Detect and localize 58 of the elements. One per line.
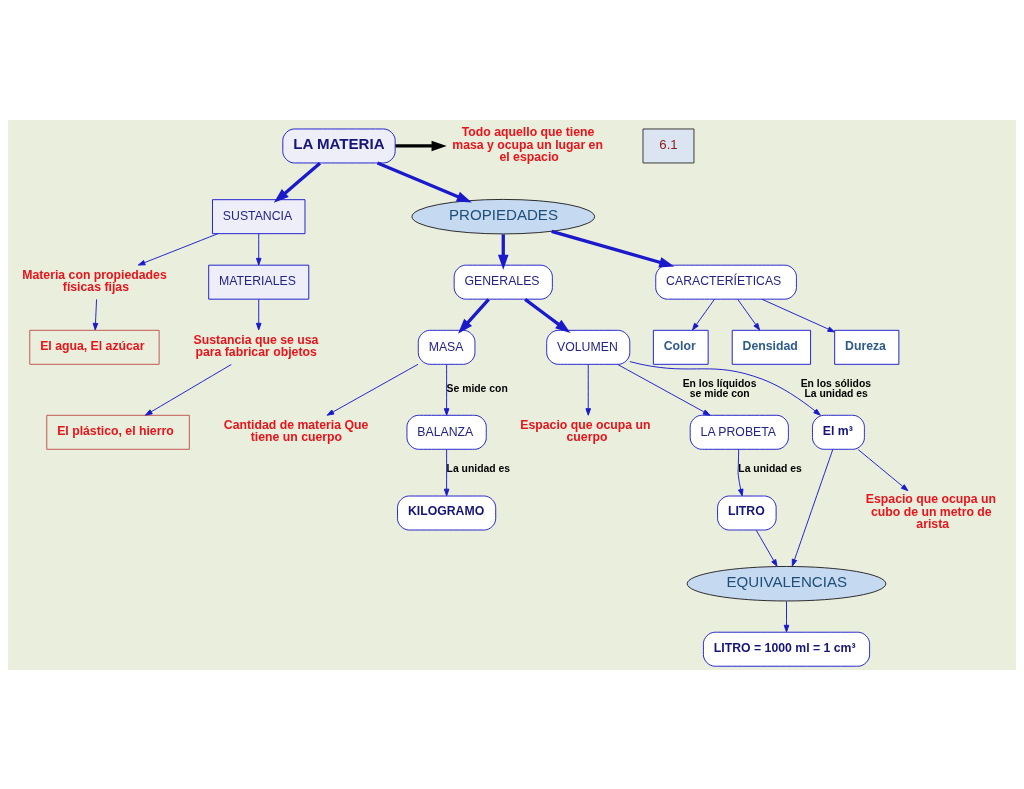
edge-label: La unidad es [446, 462, 511, 474]
edge-label: En los líquidos se mide con [682, 377, 757, 399]
node-box: El m³ [812, 414, 865, 450]
node-box: LA PROBETA [689, 414, 789, 450]
node-box: CARACTERÍETICAS [655, 264, 797, 300]
edge-label: La unidad es [738, 462, 802, 474]
arrow [497, 233, 509, 270]
node-ellipse: PROPIEDADES [411, 198, 596, 234]
arrow [443, 363, 450, 416]
arrow [137, 232, 219, 266]
edge-label: Se mide con [446, 382, 508, 394]
arrow [585, 363, 591, 416]
node-box: Color [652, 329, 709, 365]
arrow [255, 232, 262, 265]
node-box: Dureza [834, 329, 900, 365]
arrow [524, 297, 571, 333]
arrow [692, 298, 715, 330]
node-text: Materia con propiedades físicas fijas [22, 267, 167, 294]
arrow [255, 298, 262, 330]
arrow [755, 529, 778, 567]
arrow [458, 297, 490, 334]
node-box: BALANZA [406, 414, 487, 450]
arrow [92, 298, 99, 330]
arrow [629, 360, 821, 416]
node-ellipse: EQUIVALENCIAS [686, 565, 887, 601]
arrow [791, 448, 834, 566]
node-text: Espacio que ocupa un cubo de un metro de arista [865, 491, 996, 531]
arrow [857, 448, 909, 491]
node-text: Cantidad de materia Que tiene un cuerpo [223, 417, 369, 444]
node-box: GENERALES [453, 264, 553, 300]
node-box: MASA [417, 329, 476, 365]
edge-label: En los sólidos La unidad es [800, 377, 872, 399]
node-box: LITRO [717, 495, 777, 530]
arrow [145, 363, 232, 416]
node-text: Espacio que ocupa un cuerpo [520, 417, 651, 444]
arrow [273, 161, 322, 203]
arrow [395, 140, 447, 151]
node-box: Densidad [731, 329, 812, 365]
arrow [551, 229, 675, 267]
arrow [443, 448, 450, 496]
node-text: Todo aquello que tiene masa y ocupa un lugar en el espacio [452, 124, 603, 164]
node-box: MATERIALES [208, 264, 310, 300]
node-box: KILOGRAMO [397, 495, 497, 530]
arrow [783, 600, 790, 632]
arrow [326, 363, 419, 416]
arrow [737, 298, 761, 330]
arrow [617, 363, 711, 416]
node-box: SUSTANCIA [212, 198, 306, 234]
arrow [376, 161, 472, 203]
node-box: LA MATERIA [282, 128, 396, 163]
node-box: El agua, El azúcar [29, 329, 160, 365]
arrow [737, 448, 744, 496]
node-box: VOLUMEN [546, 329, 631, 365]
node-box: El plástico, el hierro [46, 414, 190, 450]
node-box: LITRO = 1000 ml = 1 cm³ [702, 631, 871, 667]
label: 6.1 [659, 136, 678, 152]
arrow [761, 298, 836, 332]
node-text: Sustancia que se usa para fabricar objetos [193, 332, 319, 359]
